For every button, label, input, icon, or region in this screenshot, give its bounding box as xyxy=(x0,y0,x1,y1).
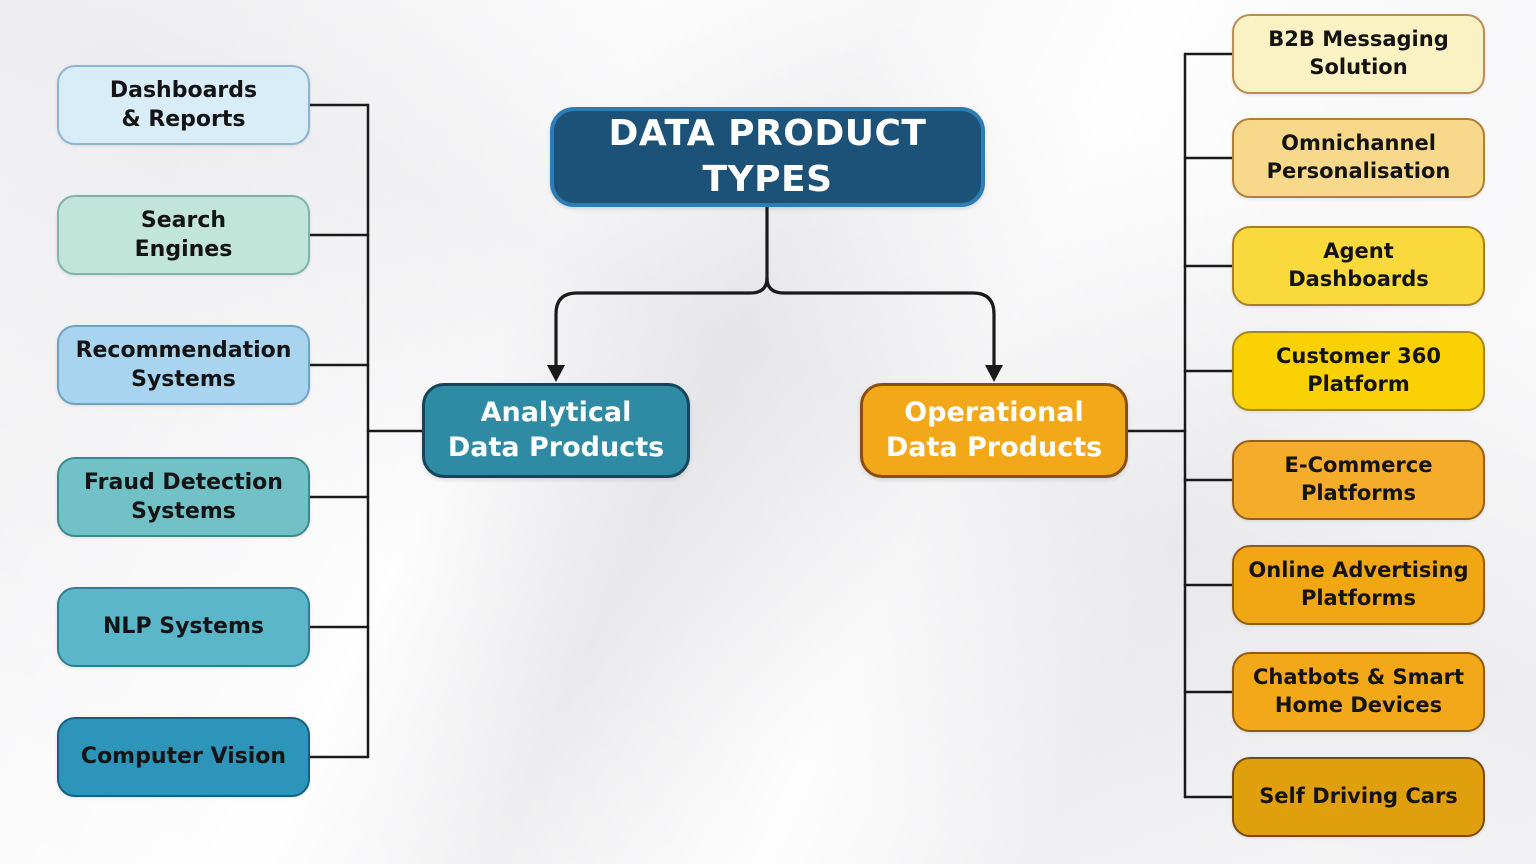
node-online-advertising-platforms: Online Advertising Platforms xyxy=(1232,545,1485,625)
node-customer-360-platform: Customer 360 Platform xyxy=(1232,331,1485,411)
node-dashboards-reports: Dashboards & Reports xyxy=(57,65,310,145)
node-recommendation-systems: Recommendation Systems xyxy=(57,325,310,405)
category-node-analytical-data-products: Analytical Data Products xyxy=(422,383,690,478)
node-computer-vision: Computer Vision xyxy=(57,717,310,797)
left-branch-lines xyxy=(308,103,424,759)
connector-lines-right xyxy=(1126,52,1234,799)
node-b2b-messaging-solution: B2B Messaging Solution xyxy=(1232,14,1485,94)
node-search-engines: Search Engines xyxy=(57,195,310,275)
connector-fork xyxy=(554,205,996,369)
root-node-data-product-types: DATA PRODUCT TYPES xyxy=(550,107,985,207)
node-nlp-systems: NLP Systems xyxy=(57,587,310,667)
node-e-commerce-platforms: E-Commerce Platforms xyxy=(1232,440,1485,520)
arrowhead-operational xyxy=(985,365,1003,382)
category-node-operational-data-products: Operational Data Products xyxy=(860,383,1128,478)
node-self-driving-cars: Self Driving Cars xyxy=(1232,757,1485,837)
fork-left-line xyxy=(554,276,769,369)
connector-lines-left xyxy=(308,103,424,759)
fork-right-line xyxy=(765,276,996,369)
arrowhead-analytical xyxy=(547,365,565,382)
arrowheads xyxy=(547,365,1003,382)
node-agent-dashboards: Agent Dashboards xyxy=(1232,226,1485,306)
node-fraud-detection-systems: Fraud Detection Systems xyxy=(57,457,310,537)
right-branch-lines xyxy=(1126,52,1234,799)
node-omnichannel-personalisation: Omnichannel Personalisation xyxy=(1232,118,1485,198)
node-chatbots-smart-home-devices: Chatbots & Smart Home Devices xyxy=(1232,652,1485,732)
